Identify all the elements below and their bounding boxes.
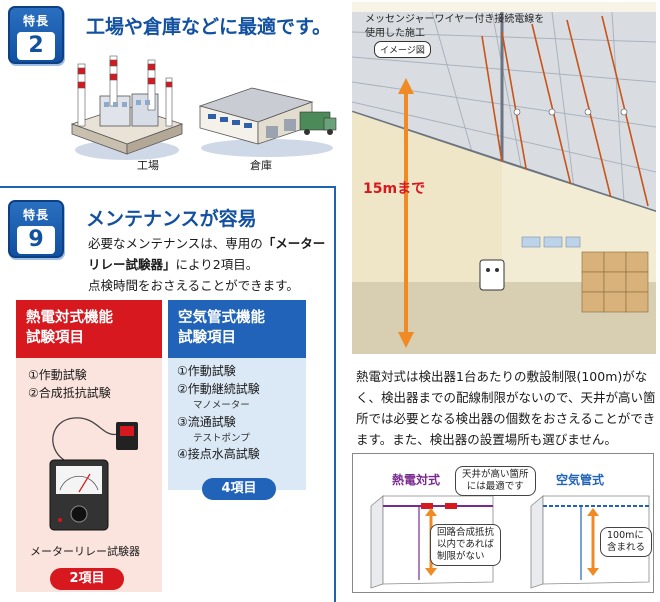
installation-note-line-2: 使用した施工 xyxy=(365,28,425,39)
explanation-line: 熱電対式は検出器1台あたりの敷設制限(100m)がな xyxy=(356,369,648,384)
pneumatic-heading-line-1: 空気管式機能 xyxy=(178,310,265,326)
image-sample-tag: イメージ図 xyxy=(374,41,431,58)
explanation-line: 所では必要となる検出器の個数をおさえることができ xyxy=(356,411,656,426)
feature-badge-number: 9 xyxy=(17,226,55,254)
factory-caption: 工場 xyxy=(137,159,159,172)
feature-badge-number: 2 xyxy=(17,32,55,60)
thermal-test-item: ②合成抵抗試験 xyxy=(28,386,111,400)
thermal-test-item: ①作動試験 xyxy=(28,368,87,382)
pneumatic-test-item: ④接点水高試験 xyxy=(177,447,260,461)
pneumatic-test-item: ②作動継続試験 xyxy=(177,382,260,396)
description-text: 必要なメンテナンスは、専用の xyxy=(88,236,263,251)
pneumatic-heading-line-2: 試験項目 xyxy=(178,330,236,346)
comparison-pneumatic-label: 空気管式 xyxy=(556,473,605,487)
explanation-line: ます。また、検出器の設置場所も選びません。 xyxy=(356,432,617,447)
thermal-test-heading: 熱電対式機能 試験項目 xyxy=(16,300,162,358)
pneumatic-item-count-badge: 4項目 xyxy=(202,478,276,500)
callout-line: には最適です xyxy=(466,481,524,492)
installation-note-line-1: メッセンジャーワイヤー付き接続電線を xyxy=(365,14,545,25)
callout-line: 100mに xyxy=(607,530,644,541)
max-height-label: 15mまで xyxy=(363,181,426,197)
thermal-heading-line-2: 試験項目 xyxy=(26,330,84,346)
feature-2-badge: 特長 2 xyxy=(8,6,64,64)
callout-line: 制限がない xyxy=(437,551,485,562)
callout-line: 含まれる xyxy=(607,542,646,553)
pneumatic-test-tool: マノメーター xyxy=(193,400,250,411)
factory-illustration xyxy=(70,55,184,160)
feature-badge-label: 特長 xyxy=(22,14,49,28)
thermal-item-count-badge: 2項目 xyxy=(50,568,124,590)
pneumatic-test-tool: テストポンプ xyxy=(193,433,250,444)
meter-relay-tester-illustration xyxy=(49,417,138,531)
feature-2-title: 工場や倉庫などに最適です。 xyxy=(86,16,332,38)
explanation-line: く、検出器までの配線制限がないので、天井が高い箇 xyxy=(356,390,656,405)
high-ceiling-installation-illustration xyxy=(352,2,656,354)
warehouse-illustration xyxy=(198,87,337,157)
maintenance-description-line-2: リレー試験器」により2項目。 xyxy=(88,254,258,275)
description-text: により2項目。 xyxy=(175,257,259,272)
thermal-wiring-callout: 回路合成抵抗 以内であれば 制限がない xyxy=(430,524,502,566)
tester-caption: メーターリレー試験器 xyxy=(30,545,140,558)
pneumatic-test-heading: 空気管式機能 試験項目 xyxy=(168,300,306,358)
warehouse-caption: 倉庫 xyxy=(250,159,272,172)
description-emphasis: 「メーター xyxy=(262,236,326,251)
description-emphasis: リレー試験器」 xyxy=(88,257,176,272)
thermal-heading-line-1: 熱電対式機能 xyxy=(26,310,113,326)
pneumatic-wiring-callout: 100mに 含まれる xyxy=(600,527,653,557)
callout-line: 回路合成抵抗 xyxy=(437,527,495,538)
feature-9-badge: 特長 9 xyxy=(8,200,64,258)
maintenance-description-line-3: 点検時間をおさえることができます。 xyxy=(88,278,299,293)
comparison-thermal-label: 熱電対式 xyxy=(392,473,441,487)
callout-line: 以内であれば xyxy=(437,539,494,550)
pneumatic-test-item: ③流通試験 xyxy=(177,415,236,429)
feature-badge-label: 特長 xyxy=(22,208,49,222)
thermal-ceiling-callout: 天井が高い箇所 には最適です xyxy=(455,466,536,496)
maintenance-description-line-1: 必要なメンテナンスは、専用の「メーター xyxy=(88,233,325,254)
feature-9-title: メンテナンスが容易 xyxy=(86,208,257,230)
pneumatic-test-item: ①作動試験 xyxy=(177,364,236,378)
callout-line: 天井が高い箇所 xyxy=(462,469,529,480)
